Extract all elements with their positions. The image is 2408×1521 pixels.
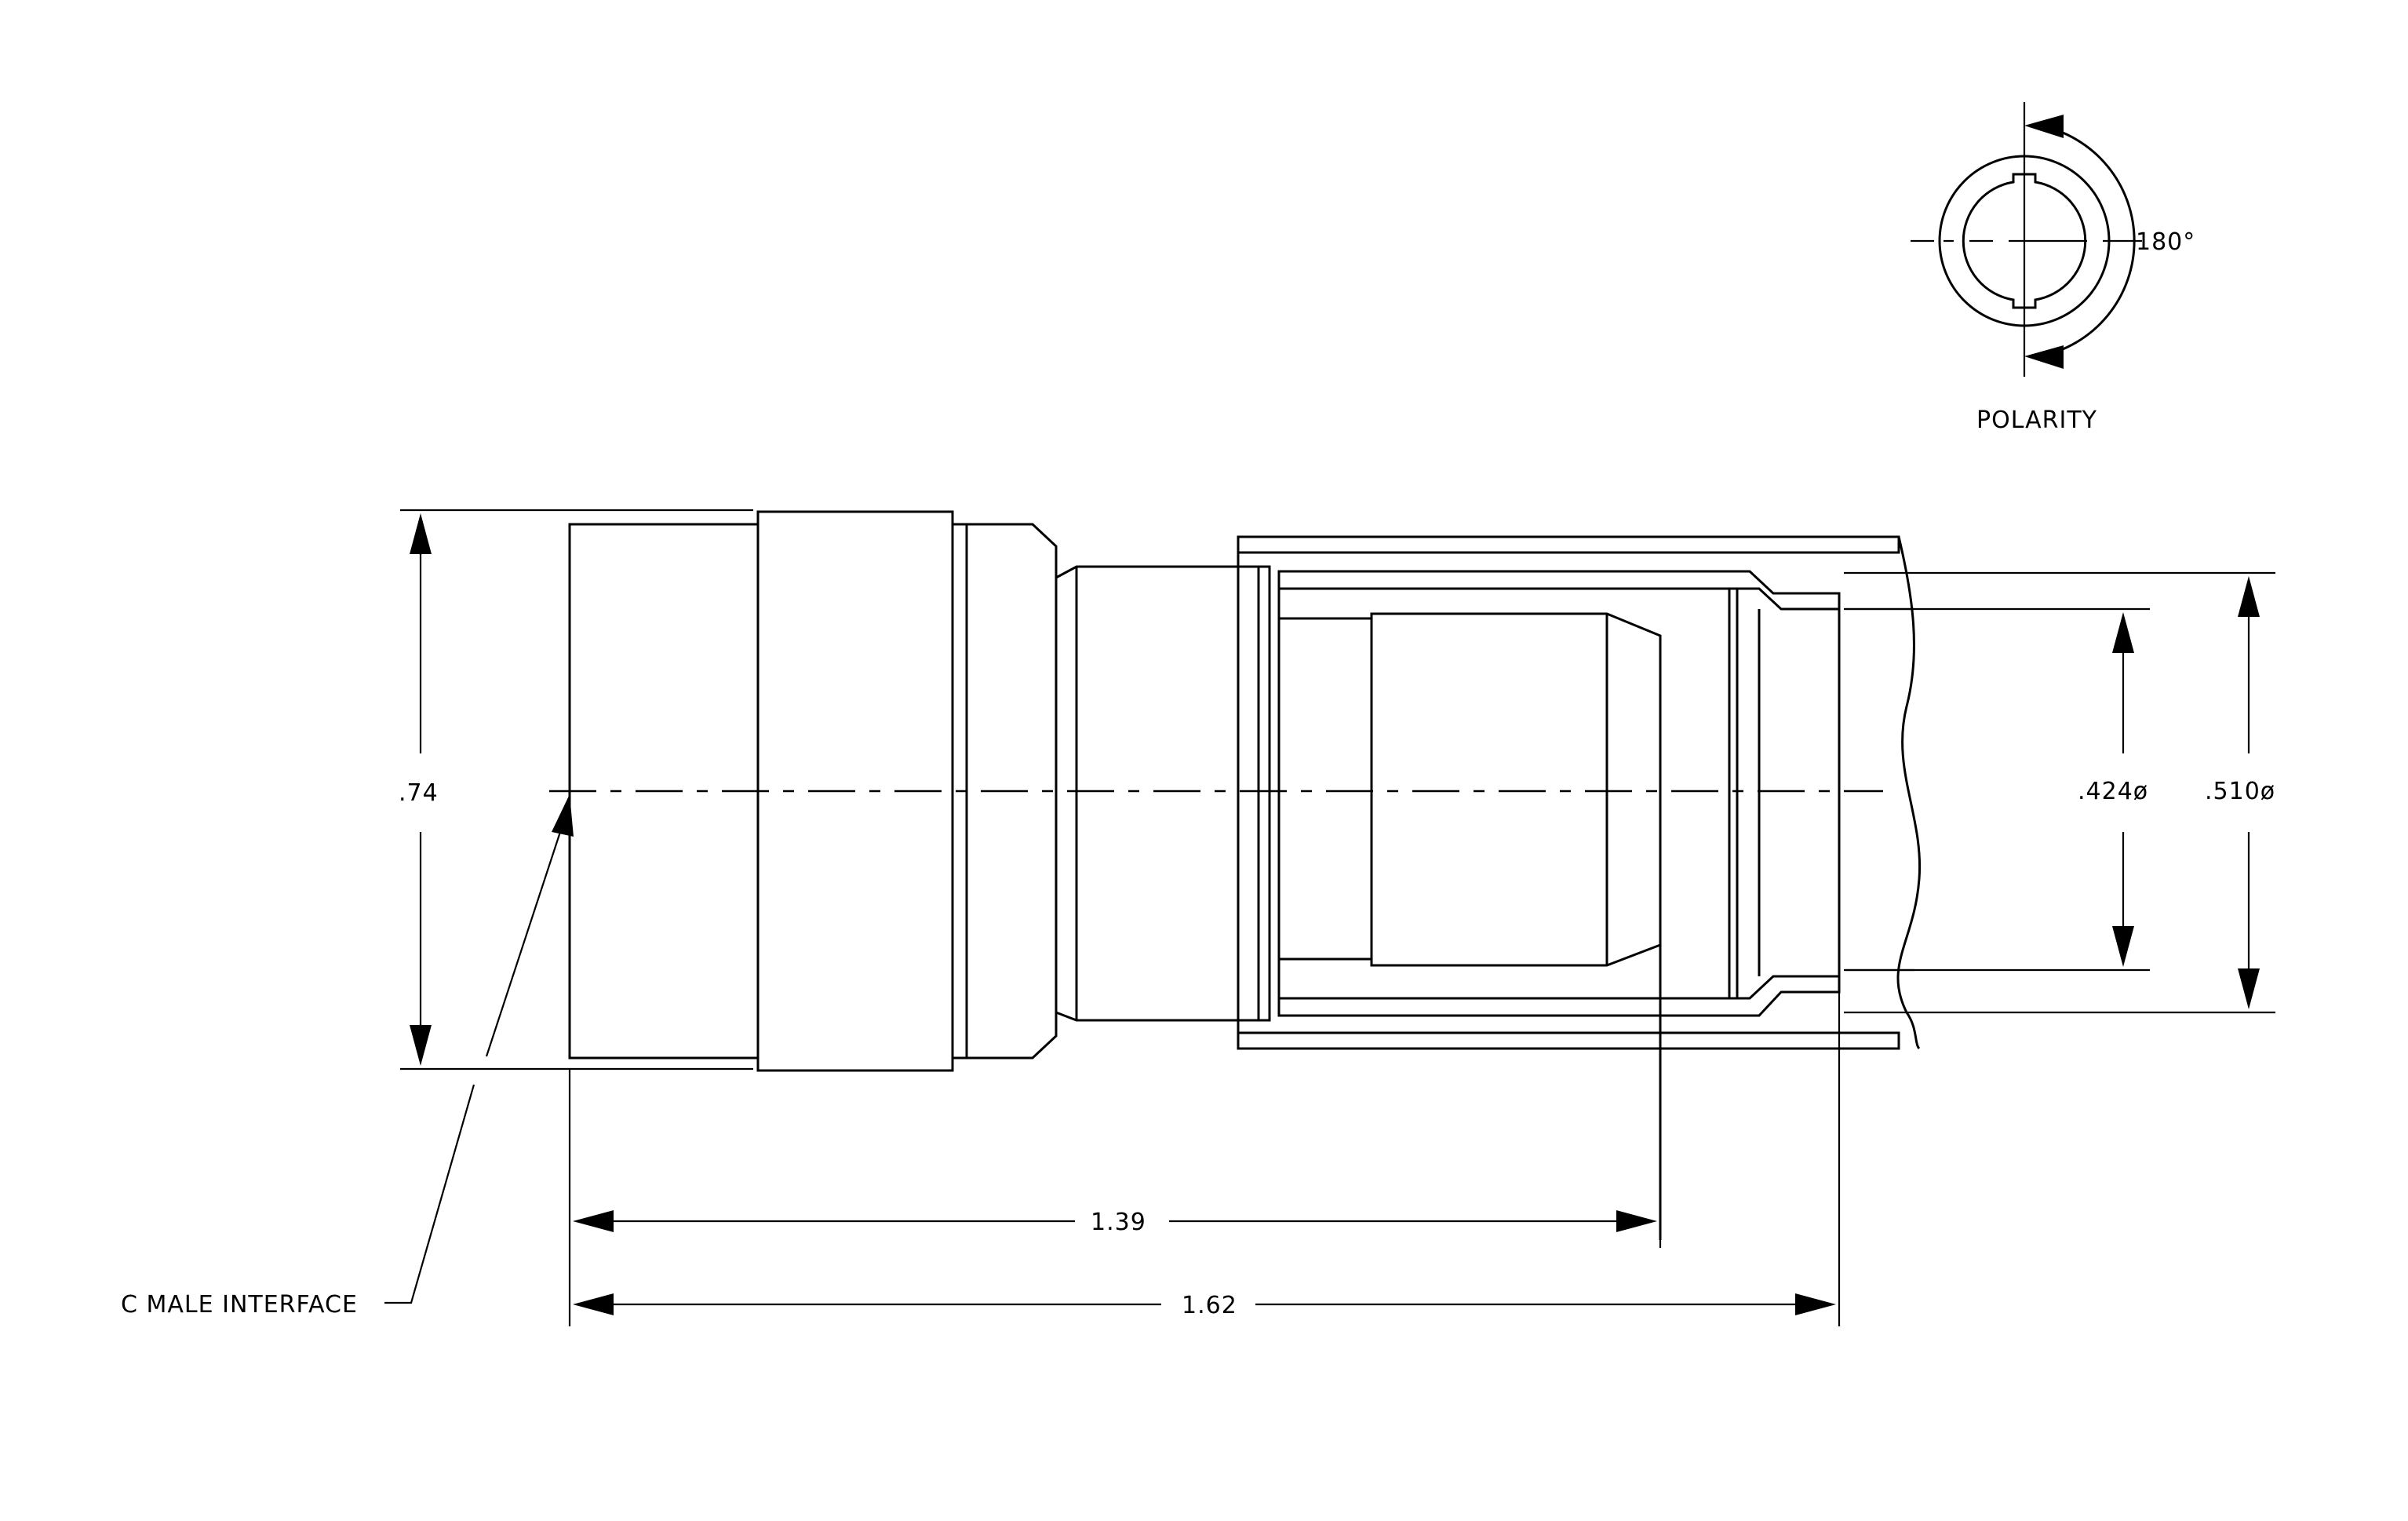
inner-diameter-label: .424ø: [2078, 778, 2148, 805]
dimension-inner-diameter: .424ø: [1844, 607, 2150, 972]
connector-body: [568, 510, 1922, 1240]
polarity-view: 180° POLARITY: [1911, 102, 2195, 434]
length-long-label: 1.62: [1182, 1292, 1237, 1319]
interface-leader: C MALE INTERFACE: [121, 794, 574, 1319]
polarity-angle-label: 180°: [2136, 228, 2195, 256]
dimension-length-long: 1.62: [573, 992, 1841, 1326]
polarity-label: POLARITY: [1976, 407, 2097, 434]
dimension-length-short: 1.39: [568, 1069, 1662, 1326]
outer-diameter-label: .510ø: [2205, 778, 2275, 805]
interface-label: C MALE INTERFACE: [121, 1291, 358, 1319]
height-label: .74: [399, 779, 439, 807]
dimension-outer-diameter: .510ø: [1844, 571, 2275, 1014]
length-short-label: 1.39: [1091, 1209, 1146, 1236]
dimension-height: .74: [399, 509, 753, 1071]
